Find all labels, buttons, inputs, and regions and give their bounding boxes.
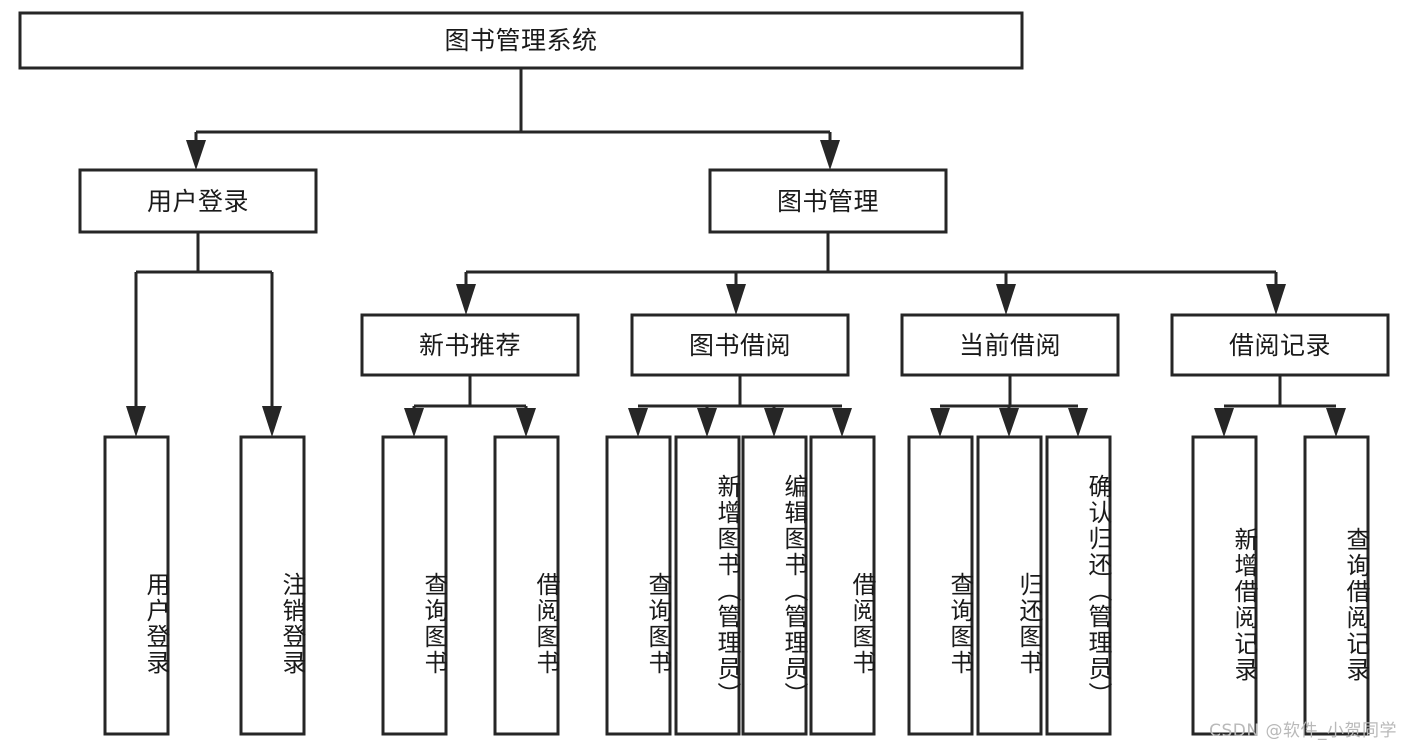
arrowhead-new-book-recommend [456,284,476,315]
node-leaf-query-book-a-box[interactable] [381,435,448,736]
node-leaf-confirm-return-box[interactable] [1045,435,1112,736]
arrowhead-leaf-logout [262,406,282,437]
arrowhead-current-borrow [996,284,1016,315]
node-leaf-query-book-b-box[interactable] [605,435,672,736]
arrowhead-leaf-query-record [1326,408,1346,437]
arrowhead-leaf-return-book [999,408,1019,437]
node-leaf-query-book-c-box[interactable] [907,435,974,736]
arrowhead-leaf-query-book-a [404,408,424,437]
node-borrow-records-box[interactable] [1170,313,1390,377]
node-leaf-return-book-box[interactable] [976,435,1043,736]
arrowhead-user-login [186,140,206,170]
node-book-borrow-box[interactable] [630,313,850,377]
arrowhead-borrow-records [1266,284,1286,315]
node-leaf-logout-box[interactable] [239,435,306,736]
node-leaf-edit-book-box[interactable] [741,435,808,736]
arrowhead-leaf-borrow-book-b [832,408,852,437]
node-leaf-add-record-box[interactable] [1191,435,1258,736]
node-new-book-recommend-box[interactable] [360,313,580,377]
node-leaf-borrow-book-b-box[interactable] [809,435,876,736]
arrowhead-leaf-confirm-return [1068,408,1088,437]
node-leaf-borrow-book-a-box[interactable] [493,435,560,736]
node-user-login-box[interactable] [78,168,318,234]
node-current-borrow-box[interactable] [900,313,1120,377]
arrowhead-leaf-borrow-book-a [516,408,536,437]
arrowhead-leaf-query-book-b [628,408,648,437]
node-leaf-query-record-box[interactable] [1303,435,1370,736]
node-book-management-box[interactable] [708,168,948,234]
arrowhead-book-borrow [726,284,746,315]
arrowhead-leaf-edit-book [764,408,784,437]
arrowhead-leaf-add-book [697,408,717,437]
arrowhead-leaf-add-record [1214,408,1234,437]
node-leaf-user-login-box[interactable] [103,435,170,736]
node-root-box[interactable] [18,11,1024,70]
node-leaf-add-book-box[interactable] [674,435,741,736]
arrowhead-book-mgmt [820,140,840,170]
arrowhead-leaf-user-login [126,406,146,437]
arrowhead-leaf-query-book-c [930,408,950,437]
